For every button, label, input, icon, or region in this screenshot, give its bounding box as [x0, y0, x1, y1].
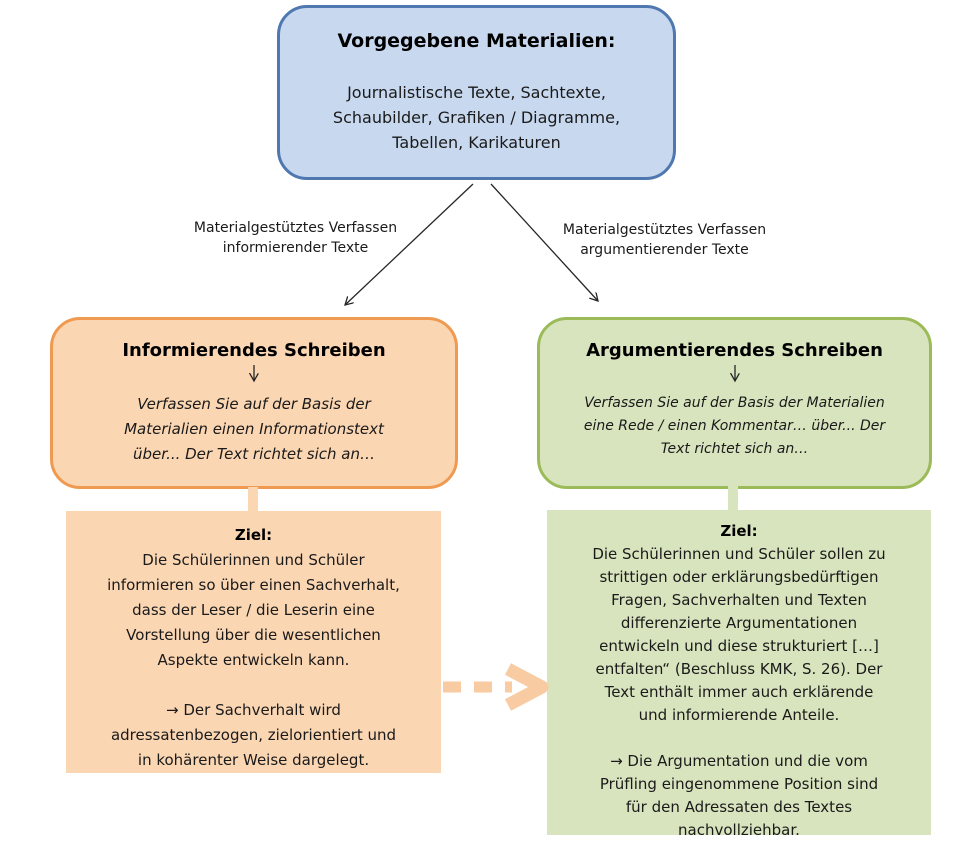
materials-box: Vorgegebene Materialien: Journalistische… [277, 5, 676, 180]
arguing-goal-box: Ziel: Die Schülerinnen und Schüler solle… [547, 510, 931, 839]
arguing-goal-heading: Ziel: [720, 522, 758, 540]
arguing-task-prompt: Verfassen Sie auf der Basis der Material… [583, 395, 886, 457]
informing-task-box: Informierendes Schreiben Verfassen Sie a… [50, 317, 458, 489]
branch-label-arguing: Materialgestütztes Verfassen argumentier… [562, 222, 767, 258]
down-arrow-icon [540, 364, 929, 390]
down-arrow-icon [53, 364, 455, 390]
informing-goal-note: → Der Sachverhalt wird adressatenbezogen… [110, 701, 397, 769]
branch-label-informing: Materialgestütztes Verfassen informieren… [193, 220, 398, 256]
arguing-task-title: Argumentierendes Schreiben [586, 340, 883, 361]
connector-informing [248, 487, 258, 512]
informing-goal-body: Die Schülerinnen und Schüler informieren… [107, 551, 400, 669]
dashed-arrow-icon [443, 663, 549, 711]
informing-task-title: Informierendes Schreiben [122, 340, 386, 361]
materials-box-title: Vorgegebene Materialien: [337, 30, 616, 52]
arguing-task-box: Argumentierendes Schreiben Verfassen Sie… [537, 317, 932, 489]
materials-box-body: Journalistische Texte, Sachtexte, Schaub… [332, 83, 621, 152]
connector-arguing [728, 485, 738, 511]
arguing-goal-body: Die Schülerinnen und Schüler sollen zu s… [592, 545, 886, 724]
informing-task-prompt: Verfassen Sie auf der Basis der Material… [124, 395, 384, 463]
arguing-goal-note: → Die Argumentation und die vom Prüfling… [599, 752, 879, 839]
informing-goal-box: Ziel: Die Schülerinnen und Schüler infor… [66, 511, 441, 773]
informing-goal-heading: Ziel: [234, 526, 273, 544]
